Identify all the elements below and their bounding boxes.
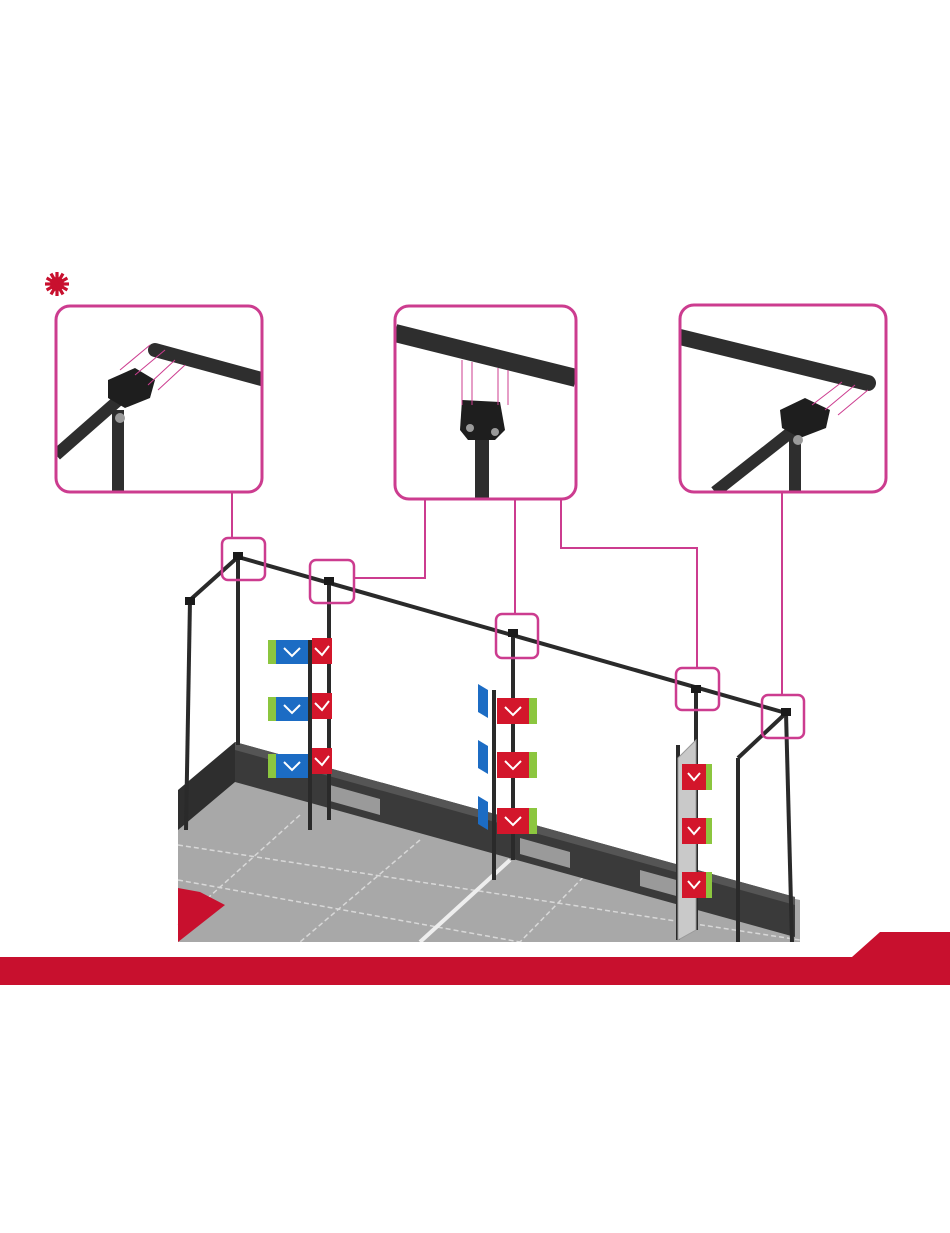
- main-assembly: [178, 552, 800, 942]
- detail-middle-tee-bracket: [395, 306, 576, 499]
- callout-connectors: [232, 492, 782, 695]
- sign-column-left: [268, 638, 332, 778]
- detail-right-corner-bracket: [680, 305, 886, 492]
- floor-tiles: [178, 772, 800, 942]
- detail-left-corner-bracket: [56, 306, 265, 492]
- red-burst-icon: [45, 272, 69, 296]
- sign-column-middle: [478, 684, 537, 834]
